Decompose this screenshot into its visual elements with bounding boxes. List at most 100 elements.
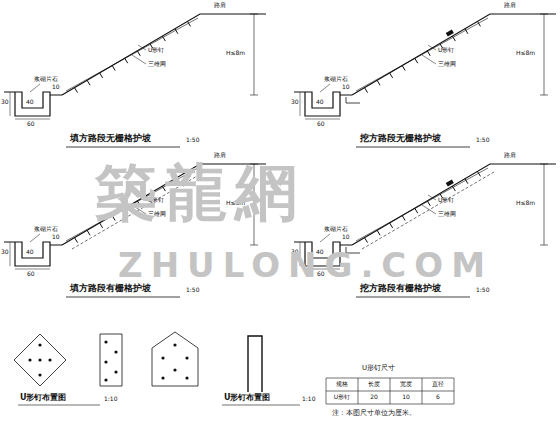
dimension: 60: [27, 121, 35, 127]
u-nail: [365, 88, 368, 93]
dimension-line: [254, 14, 255, 95]
u-nail: [452, 36, 455, 41]
nail-dot: [185, 376, 188, 379]
table-rule: [390, 378, 391, 404]
leader-line: [320, 234, 330, 242]
u-nail: [377, 80, 380, 85]
road-shoulder: 路肩: [214, 152, 226, 158]
watermark: 築龍網: [95, 160, 305, 225]
table-cell: 20: [358, 394, 390, 400]
ground-line: [294, 242, 305, 243]
scale: 1:50: [186, 287, 199, 293]
ground-line: [294, 92, 305, 93]
scale: 1:50: [186, 137, 199, 143]
title-underline: [356, 297, 470, 298]
u-nail: [112, 66, 115, 71]
dimension-line: [544, 164, 545, 245]
nail-dot: [185, 356, 188, 359]
u-nail: [175, 29, 178, 34]
u-nail: [465, 29, 468, 34]
section-panel: [4, 14, 266, 147]
u-nail: [427, 201, 430, 206]
figure-title: U形钉布置图: [20, 394, 67, 402]
title-underline: [18, 405, 100, 406]
u-nail: [402, 66, 405, 71]
nail-dot: [38, 343, 41, 346]
u-nail: [125, 58, 128, 63]
part-label: U形钉: [148, 47, 164, 53]
section-title: 挖方路段有栅格护坡: [360, 284, 441, 293]
figure-title: U形钉布置图: [224, 394, 271, 402]
part-label: 三维网: [438, 211, 456, 217]
title-underline: [356, 147, 470, 148]
table-title: U形钉尺寸: [362, 365, 395, 372]
dimension-line: [10, 242, 11, 266]
nail-dot: [104, 378, 107, 381]
part-label: U形钉: [438, 197, 454, 203]
berm: [340, 95, 352, 96]
title-underline: [66, 147, 180, 148]
dimension: 10: [342, 84, 350, 90]
u-nail: [415, 58, 418, 63]
dimension-height: H≤8m: [226, 50, 245, 56]
layout-pentagon: [152, 332, 198, 386]
nail-dot: [104, 340, 107, 343]
part-label: 浆砌片石: [324, 76, 348, 82]
dimension: 30: [1, 99, 9, 105]
leader-line: [320, 84, 330, 92]
nail-dot: [161, 356, 164, 359]
dimension-tick: [250, 245, 258, 246]
dimension: 40: [26, 99, 34, 105]
u-nail-detail: [248, 336, 262, 392]
platform: [346, 97, 360, 103]
section-panel: [294, 14, 556, 147]
dimension-height: H≤8m: [516, 50, 535, 56]
u-nail: [137, 51, 140, 56]
section-title: 填方路段有栅格护坡: [70, 284, 151, 293]
part-label: U形钉: [438, 47, 454, 53]
dimension-line: [544, 14, 545, 95]
leader-line: [422, 205, 436, 214]
nail-dot: [173, 343, 176, 346]
dimension: 30: [291, 99, 299, 105]
u-nail: [477, 171, 480, 176]
dimension-line: [300, 92, 301, 116]
dimension-tick: [250, 14, 258, 15]
dimension-tick: [250, 95, 258, 96]
road-shoulder: 路肩: [504, 152, 516, 158]
dimension-height: H≤8m: [516, 200, 535, 206]
berm: [340, 245, 352, 246]
dimension-tick: [540, 245, 548, 246]
u-nail: [100, 73, 103, 78]
ditch: [305, 92, 340, 116]
leader-line: [428, 45, 436, 50]
nail-dot: [28, 358, 31, 361]
part-label: 浆砌片石: [34, 226, 58, 232]
grid-line: [362, 172, 494, 249]
dimension: 10: [52, 84, 60, 90]
scale: 1:10: [302, 396, 315, 402]
u-nail: [187, 21, 190, 26]
table-cell: 10: [390, 394, 422, 400]
dimension-line: [305, 119, 340, 120]
scale: 1:50: [476, 287, 489, 293]
nail-dot: [38, 358, 41, 361]
table-rule: [422, 378, 423, 404]
u-nail: [87, 80, 90, 85]
ditch: [15, 242, 50, 266]
u-nail: [390, 73, 393, 78]
section-title: 挖方路段无栅格护坡: [360, 134, 441, 143]
table-rule: [326, 378, 327, 404]
u-nail: [162, 36, 165, 41]
dimension-tick: [540, 95, 548, 96]
u-nail: [377, 230, 380, 235]
scale: 1:50: [476, 137, 489, 143]
leader-line: [138, 45, 146, 50]
dimension: 60: [27, 271, 35, 277]
leader-line: [30, 84, 40, 92]
u-nail: [390, 223, 393, 228]
u-nail: [75, 88, 78, 93]
dimension-line: [10, 92, 11, 116]
ditch: [15, 92, 50, 116]
